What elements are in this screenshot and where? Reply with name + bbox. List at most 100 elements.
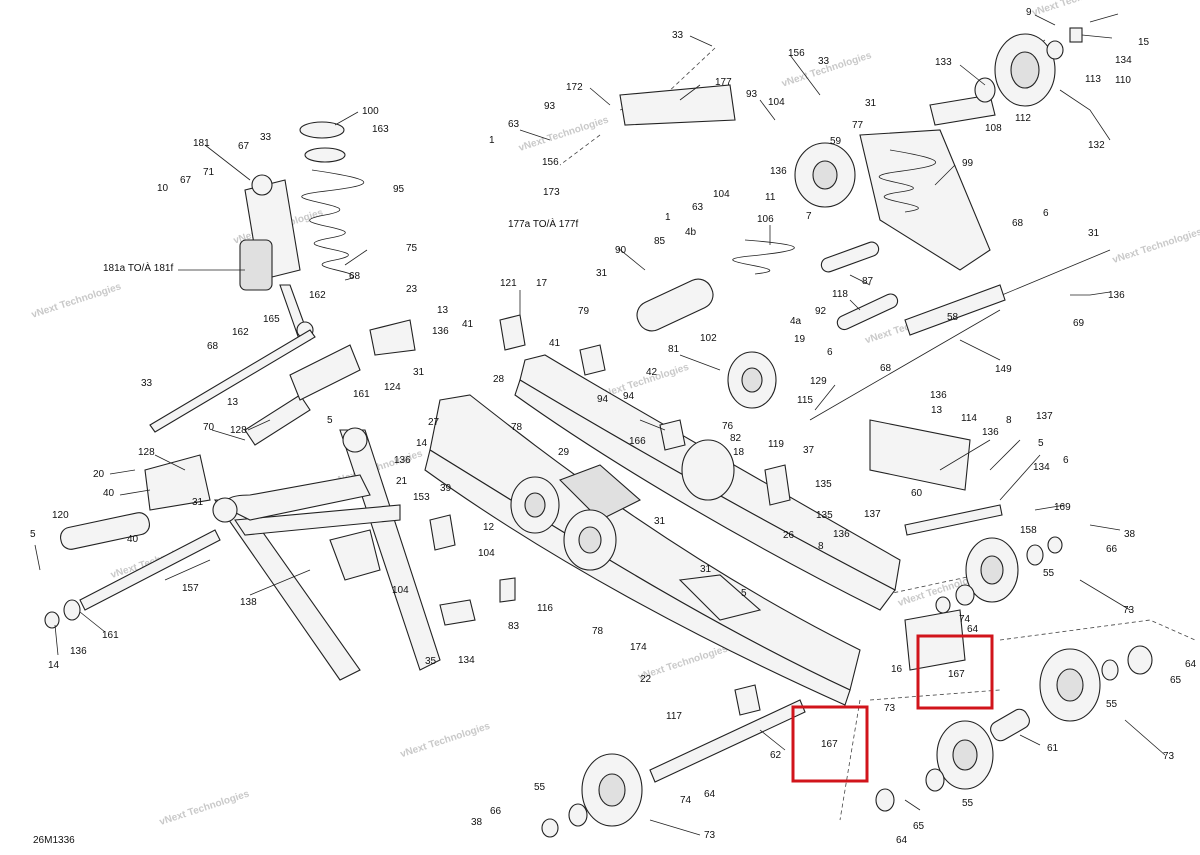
- callout-label: 104: [768, 97, 785, 108]
- callout-label: 106: [757, 214, 774, 225]
- callout-label: 136: [1108, 290, 1125, 301]
- callout-label: 137: [1036, 411, 1053, 422]
- callout-label: 92: [815, 306, 827, 317]
- callout-label: 172: [566, 82, 583, 93]
- callout-label: 20: [93, 469, 105, 480]
- callout-label: 71: [203, 167, 215, 178]
- callout-label: 63: [692, 202, 704, 213]
- callout-label: 31: [865, 98, 877, 109]
- callout-label: 38: [471, 817, 483, 828]
- highlight-box-167-lower[interactable]: [791, 705, 869, 783]
- callout-label: 33: [141, 378, 153, 389]
- callout-label: 5: [30, 529, 36, 540]
- callout-label: 12: [483, 522, 495, 533]
- callout-label: 134: [1033, 462, 1050, 473]
- callout-label: 8: [1006, 415, 1012, 426]
- callout-label: 41: [549, 338, 561, 349]
- highlight-callouts[interactable]: 167 167: [791, 634, 994, 783]
- callout-label: 82: [730, 433, 742, 444]
- callout-label: 174: [630, 642, 647, 653]
- callout-label: 65: [913, 821, 925, 832]
- callout-label: 66: [1106, 544, 1118, 555]
- top-right-wheel: [974, 13, 1119, 107]
- callout-label: 136: [833, 529, 850, 540]
- callout-label: 118: [832, 289, 848, 300]
- callout-label: 5: [1038, 438, 1044, 449]
- callout-label: 9: [1026, 7, 1032, 18]
- callout-label: 28: [493, 374, 505, 385]
- front-arm-assembly: [212, 427, 441, 681]
- callout-label: 38: [1124, 529, 1136, 540]
- callout-label: 1: [489, 135, 495, 146]
- callout-label: 115: [797, 395, 813, 406]
- callout-label: 129: [810, 376, 827, 387]
- callout-label: 90: [615, 245, 627, 256]
- callout-label: 133: [935, 57, 952, 68]
- callout-label: 58: [947, 312, 959, 323]
- front-spring: [299, 121, 365, 281]
- callout-label: 35: [425, 656, 437, 667]
- callout-label: 78: [592, 626, 604, 637]
- highlight-box-167-upper[interactable]: [916, 634, 994, 710]
- callout-label: 33: [672, 30, 684, 41]
- callout-label: 4b: [685, 227, 697, 238]
- callout-label: 136: [432, 326, 449, 337]
- callout-label: 87: [862, 276, 874, 287]
- callout-label: 138: [240, 597, 257, 608]
- callout-label: 55: [1106, 699, 1118, 710]
- callout-label: 31: [700, 564, 712, 575]
- callout-label: 120: [52, 510, 69, 521]
- callout-label: 68: [1012, 218, 1024, 229]
- right-wheels: [541, 504, 1153, 838]
- callout-label: 19: [794, 334, 806, 345]
- callout-label: 63: [508, 119, 520, 130]
- callout-label: 74: [959, 614, 971, 625]
- callout-label: 136: [394, 455, 411, 466]
- callout-label: 64: [1185, 659, 1197, 670]
- callout-label: 31: [654, 516, 666, 527]
- callout-label: 60: [911, 488, 923, 499]
- callout-label: 173: [543, 187, 560, 198]
- callout-label: 136: [770, 166, 787, 177]
- callout-label: 74: [680, 795, 692, 806]
- callout-label: 40: [103, 488, 115, 499]
- callout-label: 124: [384, 382, 401, 393]
- callout-label: 55: [1043, 568, 1055, 579]
- callout-label: 177: [715, 77, 732, 88]
- callout-label: 13: [437, 305, 449, 316]
- callout-labels: 9 15 134 113 110 33 156 33 133 112 108 1…: [30, 7, 1197, 846]
- callout-label: 64: [896, 835, 908, 846]
- callout-label: 62: [770, 750, 782, 761]
- callout-label: 119: [768, 439, 784, 450]
- callout-label: 16: [891, 664, 903, 675]
- callout-label: 23: [406, 284, 418, 295]
- callout-label: 116: [537, 603, 553, 614]
- callout-label: 94: [623, 391, 635, 402]
- callout-label: 162: [309, 290, 326, 301]
- callout-label: 83: [508, 621, 520, 632]
- callout-label: 11: [765, 192, 776, 203]
- callout-label: 121: [500, 278, 517, 289]
- callout-label: 31: [192, 497, 204, 508]
- callout-label: 64: [967, 624, 979, 635]
- callout-label: 77: [852, 120, 864, 131]
- callout-label: 31: [1088, 228, 1100, 239]
- callout-label: 67: [238, 141, 250, 152]
- callout-label: 13: [931, 405, 943, 416]
- callout-label: 7: [806, 211, 812, 222]
- callout-label: 135: [815, 479, 832, 490]
- callout-label: 181: [193, 138, 210, 149]
- callout-label: 68: [349, 271, 361, 282]
- callout-label: 73: [884, 703, 896, 714]
- callout-label: 114: [961, 413, 977, 424]
- callout-label: 157: [182, 583, 199, 594]
- rods-left: [44, 319, 416, 629]
- callout-label: 68: [207, 341, 219, 352]
- callout-label: 6: [1043, 208, 1049, 219]
- callout-label: 6: [1063, 455, 1069, 466]
- callout-label: 81: [668, 344, 680, 355]
- middle-parts: [636, 239, 1111, 491]
- front-shock: [239, 174, 314, 343]
- callout-label: 14: [48, 660, 60, 671]
